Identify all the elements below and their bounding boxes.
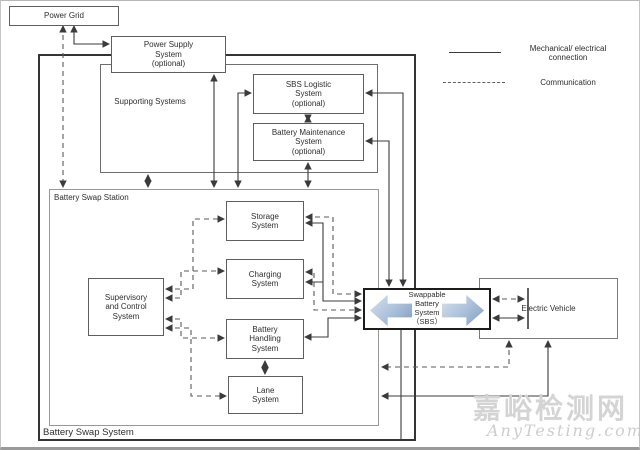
battery-handling-system-box: Battery Handling System bbox=[226, 319, 304, 359]
supervisory-control-system-box: Supervisory and Control System bbox=[88, 278, 164, 336]
swappable-battery-system-label: Swappable Battery System （SBS） bbox=[408, 290, 446, 326]
swappable-battery-system-box: Swappable Battery System （SBS） bbox=[363, 288, 491, 330]
legend-mechanical-label: Mechanical/ electrical connection bbox=[529, 44, 607, 62]
power-grid-box: Power Grid bbox=[9, 6, 119, 26]
battery-maintenance-system-box: Battery Maintenance System (optional) bbox=[253, 123, 364, 161]
sbs-logistic-system-box: SBS Logistic System (optional) bbox=[253, 74, 364, 114]
supporting-systems-label: Supporting Systems bbox=[114, 97, 186, 106]
lane-system-box: Lane System bbox=[228, 376, 303, 414]
conn-grid-to-power-supply bbox=[70, 25, 110, 48]
legend-dashed-line bbox=[443, 82, 505, 83]
battery-swap-system-boundary bbox=[38, 54, 416, 441]
power-supply-system-box: Power Supply System (optional) bbox=[111, 36, 226, 73]
legend-solid-line bbox=[449, 52, 501, 53]
electric-vehicle-box: Electric Vehicle bbox=[479, 278, 618, 339]
storage-system-box: Storage System bbox=[226, 201, 304, 241]
battery-swap-system-label: Battery Swap System bbox=[43, 427, 134, 438]
charging-system-box: Charging System bbox=[226, 259, 304, 299]
battery-swap-station-label: Battery Swap Station bbox=[54, 193, 129, 202]
legend-communication-label: Communication bbox=[540, 78, 596, 87]
watermark-anytesting: AnyTesting.com bbox=[487, 421, 640, 440]
